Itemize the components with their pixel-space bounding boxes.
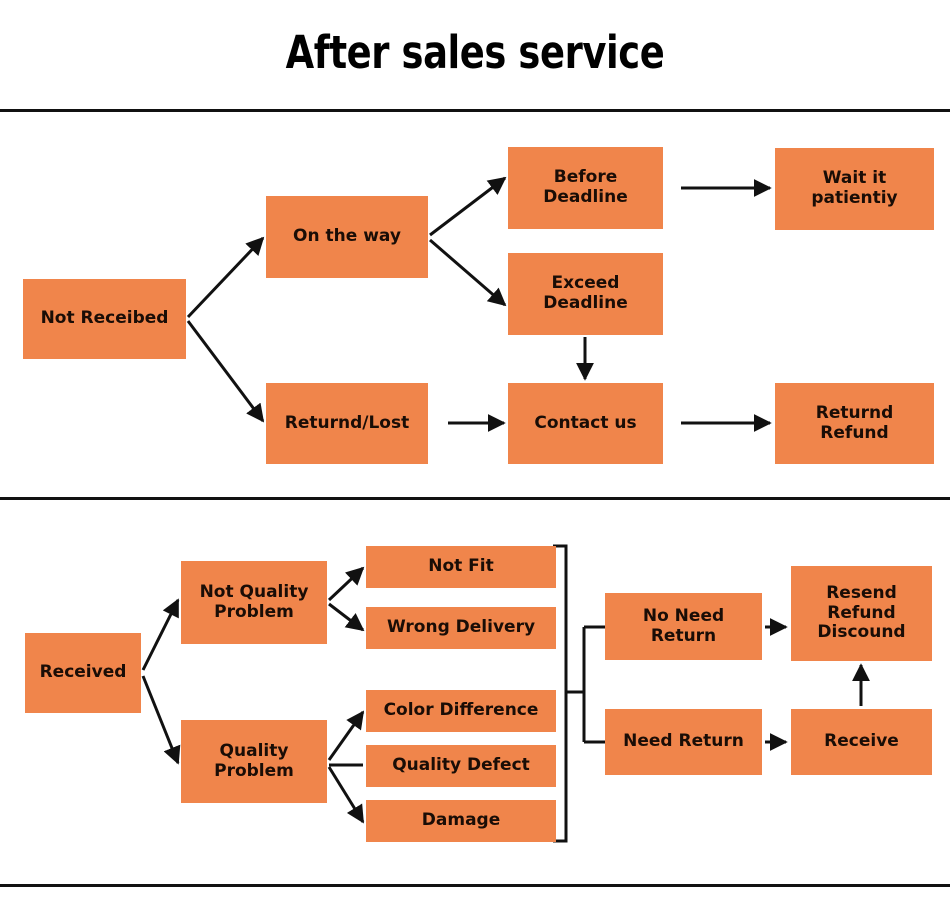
node-quality-defect: Quality Defect [366, 745, 556, 787]
node-on-the-way: On the way [266, 196, 428, 278]
node-receive: Receive [791, 709, 932, 775]
node-label: Not Receibed [40, 308, 169, 329]
edge-qualityproblem-colordiff [327, 710, 365, 761]
node-label: Quality Defect [392, 755, 530, 776]
edge-notquality-wrongdelivery [328, 602, 365, 632]
node-label: On the way [293, 226, 401, 247]
node-label: Wrong Delivery [386, 617, 536, 638]
node-label: No Need Return [642, 605, 725, 646]
node-label: Quality Problem [214, 740, 294, 781]
node-label: Exceed Deadline [543, 273, 628, 313]
node-no-need-return: No Need Return [605, 593, 762, 660]
node-color-difference: Color Difference [366, 690, 556, 732]
node-label: Received [39, 662, 127, 683]
edge-notreceived-ontheway [186, 236, 265, 319]
edge-ontheway-exceeddeadline [429, 238, 507, 307]
node-not-received: Not Receibed [23, 279, 186, 359]
node-received: Received [25, 633, 141, 713]
divider-bottom [0, 884, 950, 887]
node-resend-refund: Resend Refund Discound [791, 566, 932, 661]
page-title: After sales service [285, 26, 665, 79]
node-quality-problem: Quality Problem [181, 720, 327, 803]
node-label: Need Return [623, 731, 744, 752]
edge-notquality-notfit [327, 566, 365, 602]
node-wrong-delivery: Wrong Delivery [366, 607, 556, 649]
node-before-deadline: Before Deadline [508, 147, 663, 229]
edge-qualityproblem-damage [327, 766, 365, 824]
divider-middle [0, 497, 950, 500]
edge-received-qualityproblem [141, 675, 181, 765]
node-label: Not Fit [428, 556, 494, 577]
node-label: Wait it patientiy [811, 168, 898, 208]
node-label: Receive [824, 731, 899, 752]
node-label: Resend Refund Discound [817, 583, 906, 643]
node-not-quality: Not Quality Problem [181, 561, 327, 644]
node-not-fit: Not Fit [366, 546, 556, 588]
node-label: Before Deadline [543, 167, 628, 207]
node-label: Damage [421, 810, 501, 831]
edge-notreceived-returndlost [186, 320, 265, 423]
node-label: Not Quality Problem [199, 581, 309, 622]
edge-ontheway-beforedeadline [429, 176, 507, 237]
divider-top [0, 109, 950, 112]
node-returnd-refund: Returnd Refund [775, 383, 934, 464]
node-need-return: Need Return [605, 709, 762, 775]
node-label: Contact us [534, 412, 637, 433]
node-label: Returnd/Lost [284, 412, 410, 433]
edge-received-notquality [141, 598, 180, 671]
node-label: Color Difference [383, 700, 539, 721]
node-exceed-deadline: Exceed Deadline [508, 253, 663, 335]
node-returnd-lost: Returnd/Lost [266, 383, 428, 464]
node-contact-us: Contact us [508, 383, 663, 464]
node-label: Returnd Refund [815, 402, 894, 443]
node-damage: Damage [366, 800, 556, 842]
node-wait-patiently: Wait it patientiy [775, 148, 934, 230]
